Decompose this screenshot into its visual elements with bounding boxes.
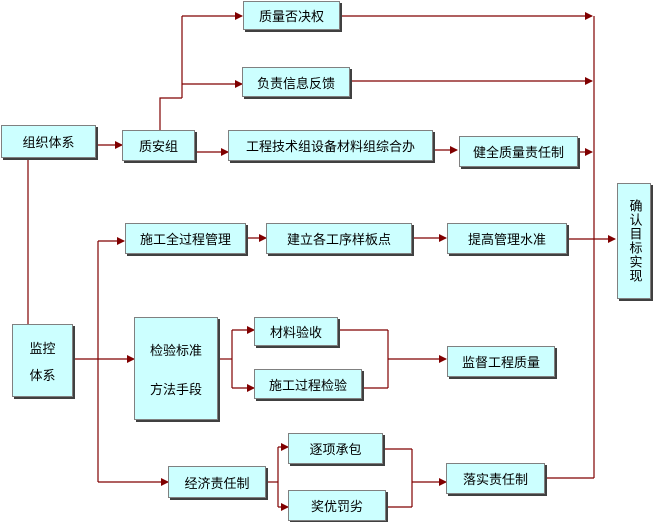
node-quality-veto-label: 质量否决权 [258,10,324,25]
node-contract-items: 逐项承包 [288,433,383,464]
node-economic-resp: 经济责任制 [168,466,266,498]
node-reward-penalty: 奖优罚劣 [288,490,386,521]
node-monitor-system-line1: 监控 [29,341,56,357]
node-raise-level-label: 提高管理水准 [467,233,546,248]
line-quality-up [159,97,182,130]
node-sample-points: 建立各工序样板点 [266,223,412,254]
node-material-accept: 材料验收 [254,317,338,346]
node-monitor-system-line2: 体系 [29,368,56,384]
node-eng-group-label: 工程技术组设备材料组综合办 [245,140,415,155]
node-implement-resp: 落实责任制 [446,463,545,494]
node-raise-level: 提高管理水准 [447,223,567,254]
node-material-accept-label: 材料验收 [269,326,322,341]
node-construction-mgmt: 施工全过程管理 [125,223,246,254]
node-contract-items-label: 逐项承包 [309,443,362,458]
node-supervise-quality-label: 监督工程质量 [461,356,540,371]
node-inspection-methods-line1: 检验标准 [149,343,202,359]
node-quality-veto: 质量否决权 [243,1,340,30]
node-reward-penalty-label: 奖优罚劣 [310,500,363,515]
node-eng-group: 工程技术组设备材料组综合办 [228,130,433,161]
node-sample-points-label: 建立各工序样板点 [286,233,391,248]
node-inspection-methods: 检验标准 方法手段 [134,317,218,420]
node-implement-resp-label: 落实责任制 [462,473,528,488]
node-inspection-methods-line2: 方法手段 [149,382,202,398]
node-supervise-quality: 监督工程质量 [447,346,555,377]
node-process-inspect: 施工过程检验 [254,369,362,399]
node-quality-resp-system: 健全质量责任制 [459,136,578,167]
node-org-system-label: 组织体系 [22,136,75,151]
node-monitor-system: 监控 体系 [12,324,73,397]
node-goal: 确认目标实现 [617,183,651,299]
node-construction-mgmt-label: 施工全过程管理 [139,233,231,248]
node-process-inspect-label: 施工过程检验 [268,378,347,394]
node-quality-team: 质安组 [122,130,195,161]
node-info-feedback: 负责信息反馈 [242,67,350,97]
node-quality-team-label: 质安组 [138,140,178,155]
node-goal-label: 确认目标实现 [626,199,642,283]
node-quality-resp-system-label: 健全质量责任制 [472,146,564,161]
node-info-feedback-label: 负责信息反馈 [256,76,335,92]
node-org-system: 组织体系 [1,125,96,158]
node-economic-resp-label: 经济责任制 [184,476,250,492]
